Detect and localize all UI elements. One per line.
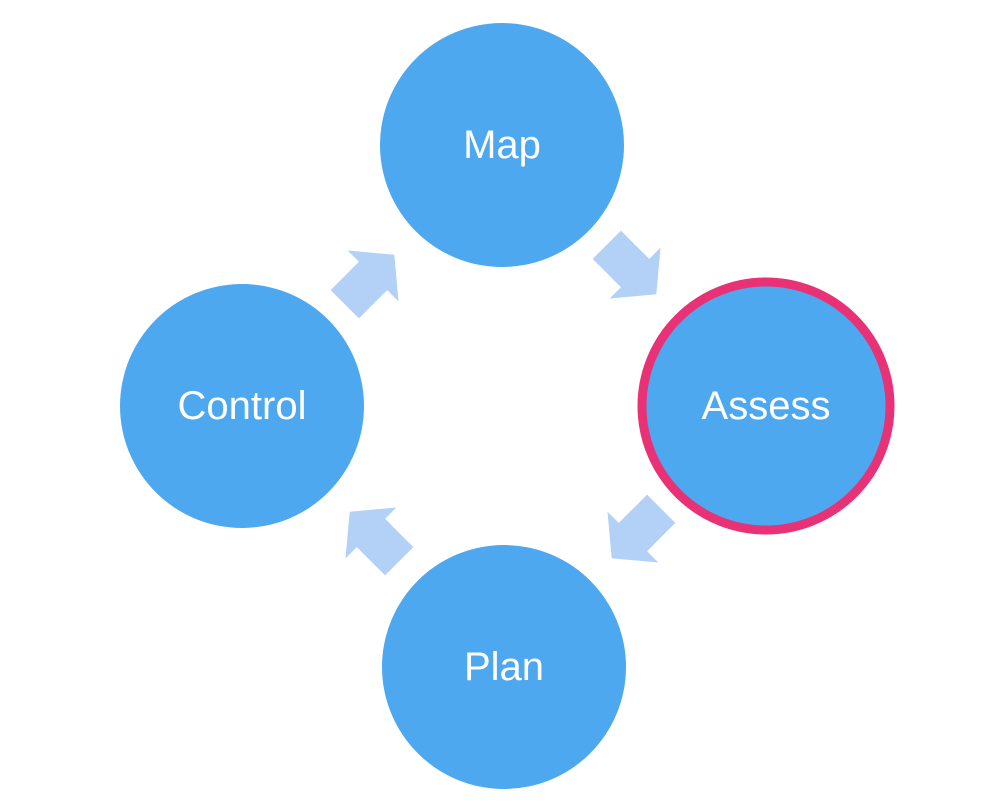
arrow-plan-to-control	[345, 507, 414, 576]
node-assess-label: Assess	[702, 384, 831, 428]
node-plan-circle	[382, 545, 626, 789]
node-map: Map	[380, 23, 624, 267]
arrow-assess-to-plan	[607, 494, 676, 563]
arrow-map-to-assess	[592, 230, 661, 299]
node-control-circle	[120, 284, 364, 528]
arrow-control-to-map	[330, 250, 399, 319]
node-control: Control	[120, 284, 364, 528]
node-assess-circle	[637, 277, 895, 535]
node-map-circle	[380, 23, 624, 267]
node-plan-label: Plan	[464, 645, 544, 689]
node-plan: Plan	[382, 545, 626, 789]
node-assess: Assess	[637, 277, 895, 535]
node-control-label: Control	[178, 384, 307, 428]
node-map-label: Map	[463, 123, 541, 167]
